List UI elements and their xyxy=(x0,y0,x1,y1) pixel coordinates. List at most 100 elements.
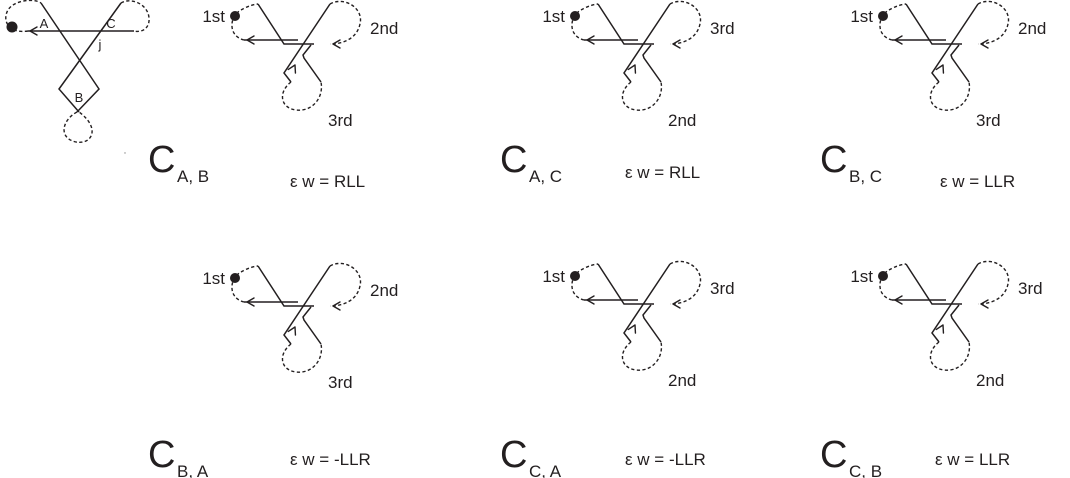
label-top-right: 2nd xyxy=(370,19,398,38)
c-subscript: A, C xyxy=(529,167,562,186)
arrow-head-right xyxy=(332,39,341,49)
c-letter: C xyxy=(148,434,175,476)
equation-label: ε w = LLR xyxy=(940,172,1015,191)
c-letter: C xyxy=(820,139,847,181)
strand-right xyxy=(623,3,671,83)
loop-right xyxy=(329,0,362,45)
speck xyxy=(124,152,126,154)
loop-left xyxy=(879,263,907,301)
arrow-head-left xyxy=(894,35,903,45)
arrow-head-bottom xyxy=(935,64,945,74)
arrow-head-left xyxy=(246,297,255,307)
c-letter: C xyxy=(500,434,527,476)
label-bottom: 2nd xyxy=(976,371,1004,390)
c-subscript: A, B xyxy=(177,167,209,186)
loop-bottom xyxy=(281,343,323,373)
label-first: 1st xyxy=(542,267,565,286)
strand-bottom xyxy=(302,306,322,345)
label-B: B xyxy=(75,90,84,105)
loop-bottom xyxy=(929,341,971,371)
strand-top xyxy=(597,3,654,45)
strand-top xyxy=(905,3,962,45)
basepoint-dot xyxy=(878,11,888,21)
loop-bottom xyxy=(621,81,663,111)
label-first: 1st xyxy=(202,7,225,26)
arrow-head-bottom xyxy=(627,64,637,74)
strand-right-diagonal xyxy=(58,2,122,113)
strand-left-diagonal xyxy=(40,2,100,113)
label-bottom: 2nd xyxy=(668,371,696,390)
strand-bottom xyxy=(950,304,970,343)
arrow-head-right xyxy=(332,301,341,311)
basepoint-dot xyxy=(230,273,240,283)
arrow-head-bottom xyxy=(287,64,297,74)
arrow-head-bottom xyxy=(287,326,297,336)
loop-bottom xyxy=(929,81,971,111)
label-top-right: 3rd xyxy=(710,279,735,298)
loop-bottom xyxy=(621,341,663,371)
label-first: 1st xyxy=(542,7,565,26)
c-letter: C xyxy=(500,139,527,181)
reference-diagram: A B Cj xyxy=(5,0,150,154)
c-subscript: B, A xyxy=(177,462,209,478)
strand-bottom xyxy=(302,44,322,83)
arrow-head-right xyxy=(672,299,681,309)
arrow-head-right xyxy=(672,39,681,49)
strand-right xyxy=(931,3,979,83)
equation-label: ε w = RLL xyxy=(625,163,700,182)
arrow-head-right xyxy=(980,299,989,309)
loop-right xyxy=(977,260,1010,305)
arrow-head-bottom xyxy=(627,324,637,334)
label-top-right: 2nd xyxy=(370,281,398,300)
loop-B xyxy=(63,111,93,143)
c-letter: C xyxy=(148,139,175,181)
label-j: j xyxy=(98,37,102,52)
arrow-head-left xyxy=(586,35,595,45)
arrow-head-left xyxy=(586,295,595,305)
loop-right xyxy=(669,260,702,305)
loop-right xyxy=(977,0,1010,45)
basepoint-dot xyxy=(878,271,888,281)
c-subscript: B, C xyxy=(849,167,882,186)
c-subscript: C, B xyxy=(849,462,882,478)
label-A: A xyxy=(40,16,49,31)
strand-top xyxy=(597,263,654,305)
strand-right xyxy=(931,263,979,343)
arrow-head-right xyxy=(980,39,989,49)
equation-label: ε w = -LLR xyxy=(290,450,371,469)
strand-top xyxy=(257,3,314,45)
basepoint-dot xyxy=(6,21,18,33)
label-top-right: 3rd xyxy=(1018,279,1043,298)
strand-right xyxy=(283,265,331,345)
strand-right xyxy=(623,263,671,343)
c-letter: C xyxy=(820,434,847,476)
strand-bottom xyxy=(642,44,662,83)
loop-bottom xyxy=(281,81,323,111)
loop-right xyxy=(329,262,362,307)
strand-top xyxy=(257,265,314,307)
arrow-head-bottom xyxy=(935,324,945,334)
strand-right xyxy=(283,3,331,83)
label-bottom: 3rd xyxy=(976,111,1001,130)
label-C: C xyxy=(106,16,115,31)
basepoint-dot xyxy=(570,11,580,21)
loop-C xyxy=(120,0,150,33)
strand-bottom xyxy=(642,304,662,343)
